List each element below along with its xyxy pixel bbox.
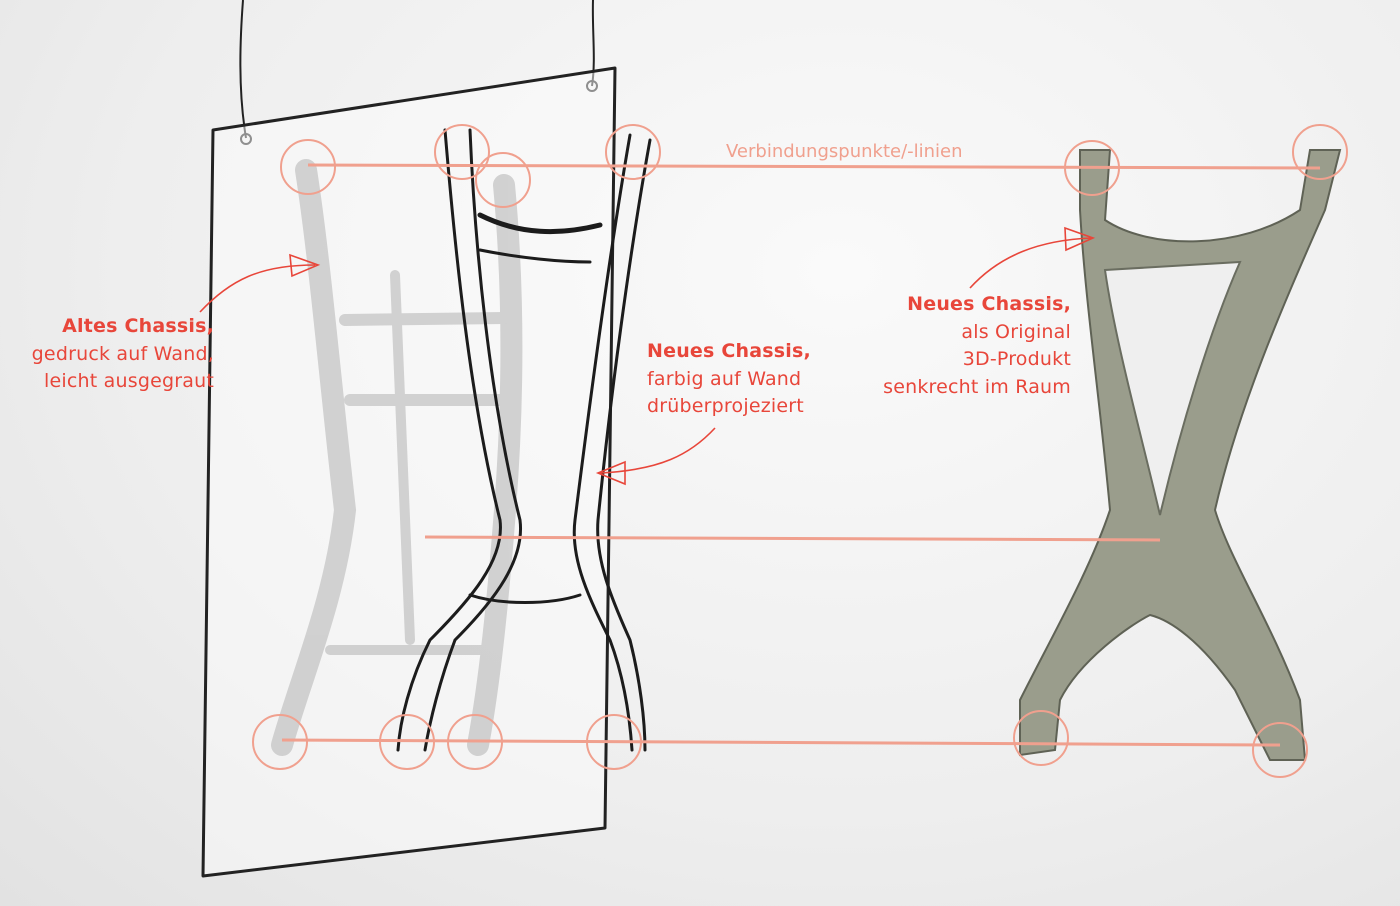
projected-chassis-line2: drüberprojeziert [647,395,804,417]
old-chassis-line1: gedruck auf Wand, [31,342,214,365]
new-chassis-3d-product [1019,149,1342,761]
projected-chassis-annotation: Neues Chassis, farbig auf Wand drüberpro… [647,338,847,421]
old-chassis-line2: leicht ausgegraut [44,370,214,392]
old-chassis-sketch [271,159,523,756]
projected-chassis-title: Neues Chassis, [647,340,811,362]
connection-circles [252,124,1348,778]
projected-chassis-line1: farbig auf Wand [647,367,802,390]
old-chassis-annotation: Altes Chassis, gedruck auf Wand, leicht … [30,313,214,396]
3d-chassis-title: Neues Chassis, [907,293,1071,315]
3d-chassis-line2: 3D-Produkt [962,348,1071,370]
3d-chassis-line1: als Original [961,320,1071,343]
connection-points-label: Verbindungspunkte/-linien [726,141,963,162]
3d-chassis-annotation: Neues Chassis, als Original 3D-Produkt s… [860,291,1071,401]
wall-sheet [201,66,617,878]
old-chassis-title: Altes Chassis, [62,315,214,337]
3d-chassis-line3: senkrecht im Raum [883,375,1071,398]
annotation-arrows [199,226,1096,486]
